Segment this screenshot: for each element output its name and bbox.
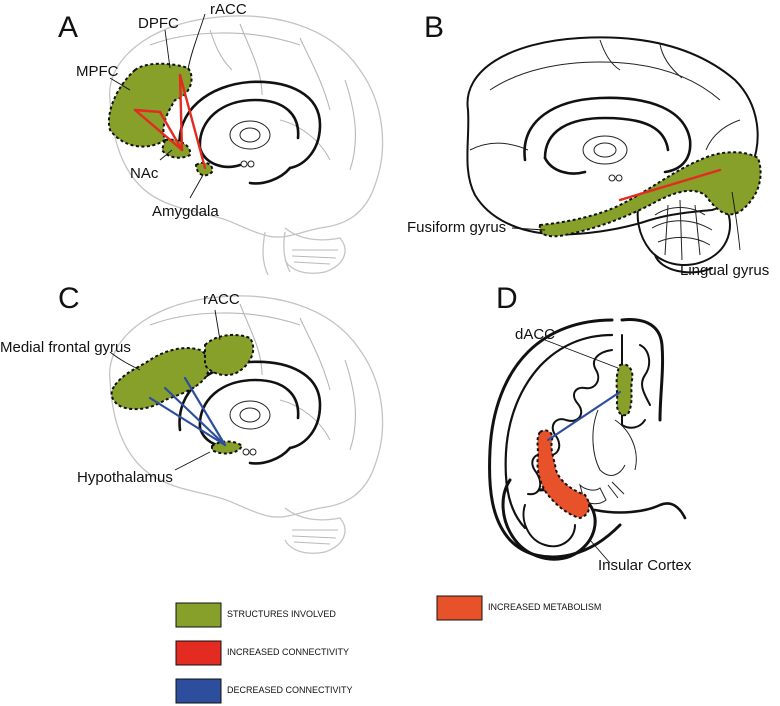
connection-line xyxy=(178,73,207,170)
legend-label-decreased-connectivity: DECREASED CONNECTIVITY xyxy=(227,685,353,695)
panel-c-regions xyxy=(110,333,255,455)
label-medial-frontal: Medial frontal gyrus xyxy=(0,339,131,356)
panel-d: D xyxy=(488,282,692,574)
legend-label-structures: STRUCTURES INVOLVED xyxy=(227,609,336,619)
panel-a-brain-outline xyxy=(109,15,384,276)
panel-d-leaders xyxy=(544,339,619,564)
legend-swatch-decreased-connectivity xyxy=(175,678,222,704)
legend-swatch-structures xyxy=(175,602,222,628)
panel-a: A xyxy=(58,1,384,276)
panel-b-regions xyxy=(538,151,762,238)
panel-c-leaders xyxy=(109,309,221,471)
racc-region xyxy=(204,333,255,377)
label-racc-a: rACC xyxy=(210,1,247,18)
legend-label-increased-metabolism: INCREASED METABOLISM xyxy=(488,602,601,612)
dacc-region xyxy=(615,363,634,417)
panel-c-brain-outline xyxy=(109,295,384,554)
legend-item-decreased-connectivity: DECREASED CONNECTIVITY xyxy=(175,678,353,704)
label-nac: NAc xyxy=(130,165,159,182)
fusiform-region xyxy=(538,151,762,238)
connection-line xyxy=(163,386,227,447)
label-racc-c: rACC xyxy=(203,291,240,308)
connection-line xyxy=(133,108,184,152)
label-lingual: Lingual gyrus xyxy=(680,262,769,279)
panel-d-brain-outline xyxy=(488,318,687,561)
panel-c-connections xyxy=(148,376,227,447)
label-mpfc: MPFC xyxy=(76,63,119,80)
panel-a-leaders xyxy=(109,13,206,199)
hypothalamus-region xyxy=(211,440,244,455)
panel-c: C xyxy=(0,282,384,554)
panel-b-leaders xyxy=(511,191,741,251)
label-insular: Insular Cortex xyxy=(598,557,692,574)
connection-line xyxy=(133,108,162,114)
panel-a-letter: A xyxy=(58,11,78,44)
panel-b-letter: B xyxy=(424,11,444,44)
panel-d-letter: D xyxy=(496,282,518,315)
panel-d-regions xyxy=(536,363,634,520)
label-dacc: dACC xyxy=(515,326,555,343)
connection-line xyxy=(158,110,184,152)
legend-label-increased-connectivity: INCREASED CONNECTIVITY xyxy=(227,647,349,657)
medial-frontal-region xyxy=(110,347,211,411)
legend-item-increased-connectivity: INCREASED CONNECTIVITY xyxy=(175,640,349,666)
connection-line xyxy=(183,376,227,447)
label-dpfc: DPFC xyxy=(138,15,179,32)
label-fusiform: Fusiform gyrus xyxy=(407,219,506,236)
connection-line xyxy=(148,396,227,447)
legend-swatch-increased-metabolism xyxy=(436,595,483,621)
legend-item-structures: STRUCTURES INVOLVED xyxy=(175,602,336,628)
panel-a-connections xyxy=(133,73,207,170)
panel-b-connections xyxy=(618,168,722,202)
label-amygdala: Amygdala xyxy=(152,203,219,220)
legend: STRUCTURES INVOLVED INCREASED CONNECTIVI… xyxy=(175,595,601,704)
legend-item-increased-metabolism: INCREASED METABOLISM xyxy=(436,595,601,621)
connection-line xyxy=(618,168,722,202)
insular-region xyxy=(536,429,591,520)
panel-b: B xyxy=(407,11,769,279)
panel-c-letter: C xyxy=(58,282,80,315)
legend-swatch-increased-connectivity xyxy=(175,640,222,666)
panel-a-regions xyxy=(107,62,214,177)
connection-line xyxy=(546,390,622,442)
connection-line xyxy=(178,73,184,152)
mpfc-region xyxy=(107,62,193,148)
label-hypothalamus: Hypothalamus xyxy=(77,469,173,486)
panel-d-connections xyxy=(546,390,622,442)
